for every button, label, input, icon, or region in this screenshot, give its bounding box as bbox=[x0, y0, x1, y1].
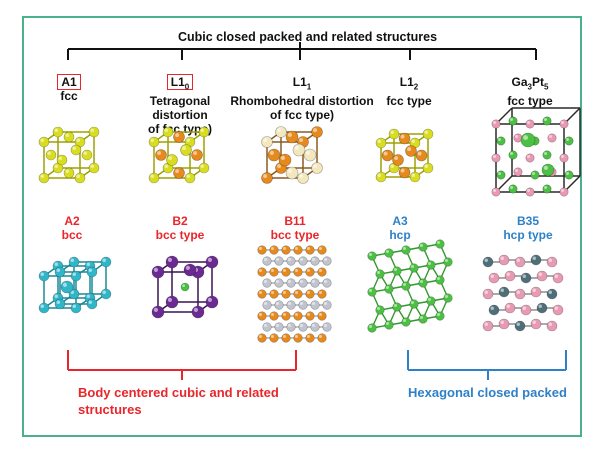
label-a2-desc: bcc bbox=[61, 228, 83, 242]
hcp-group-caption: Hexagonal closed packed bbox=[408, 385, 567, 400]
label-a3-code: A3 bbox=[392, 214, 408, 228]
label-b35-code: B35 bbox=[516, 214, 539, 228]
label-b2-desc: bcc type bbox=[155, 228, 205, 242]
figure-frame bbox=[22, 16, 582, 437]
label-l12-code: L12 bbox=[399, 75, 419, 92]
label-l11-code: L11 bbox=[292, 75, 312, 92]
bcc-caption-line1: Body centered cubic and related bbox=[78, 385, 279, 400]
ga3pt5-model bbox=[491, 107, 581, 197]
bcc-bracket bbox=[67, 350, 297, 380]
label-l12-desc: fcc type bbox=[386, 94, 432, 109]
label-l10-desc-2: distortion bbox=[152, 108, 208, 123]
label-b11-code: B11 bbox=[284, 214, 306, 228]
label-b11-desc: bcc type bbox=[270, 228, 320, 242]
label-b35-desc: hcp type bbox=[503, 228, 553, 242]
label-l10-desc-1: Tetragonal bbox=[149, 94, 211, 109]
b2-model bbox=[151, 255, 219, 319]
bcc-group-caption: Body centered cubic and related structur… bbox=[78, 384, 279, 418]
label-l11-desc-2: of fcc type) bbox=[269, 108, 334, 123]
label-l12: L12 fcc type bbox=[374, 75, 444, 108]
b11-model bbox=[257, 245, 332, 343]
bcc-caption-line2: structures bbox=[78, 402, 142, 417]
label-a1-desc: fcc bbox=[60, 89, 78, 103]
label-ga3pt5-code: Ga3Pt5 bbox=[511, 75, 549, 92]
label-ga3pt5-desc: fcc type bbox=[507, 94, 553, 109]
label-a1-code: A1 bbox=[57, 74, 81, 90]
label-l11: L11 Rhombohedral distortion of fcc type) bbox=[222, 75, 382, 122]
top-bracket bbox=[67, 42, 537, 60]
hcp-bracket bbox=[407, 350, 567, 380]
diagram-title: Cubic closed packed and related structur… bbox=[177, 30, 438, 44]
l12-model bbox=[375, 128, 434, 183]
label-b2-code: B2 bbox=[172, 214, 188, 228]
l11-model bbox=[261, 126, 323, 184]
a2-bcc-model bbox=[38, 256, 112, 314]
a1-fcc-model bbox=[38, 126, 100, 184]
b35-model bbox=[482, 254, 564, 332]
l10-model bbox=[148, 126, 210, 184]
label-l11-desc-1: Rhombohedral distortion bbox=[230, 94, 374, 109]
label-a2-code: A2 bbox=[64, 214, 80, 228]
label-a3-desc: hcp bbox=[389, 228, 411, 242]
label-l10: L10 Tetragonal distortion of fcc type) bbox=[140, 74, 220, 136]
label-ga3pt5: Ga3Pt5 fcc type bbox=[490, 75, 570, 108]
a3-hcp-model bbox=[367, 239, 453, 333]
label-l10-code: L10 bbox=[166, 74, 194, 91]
label-a1: A1 fcc bbox=[44, 74, 94, 103]
